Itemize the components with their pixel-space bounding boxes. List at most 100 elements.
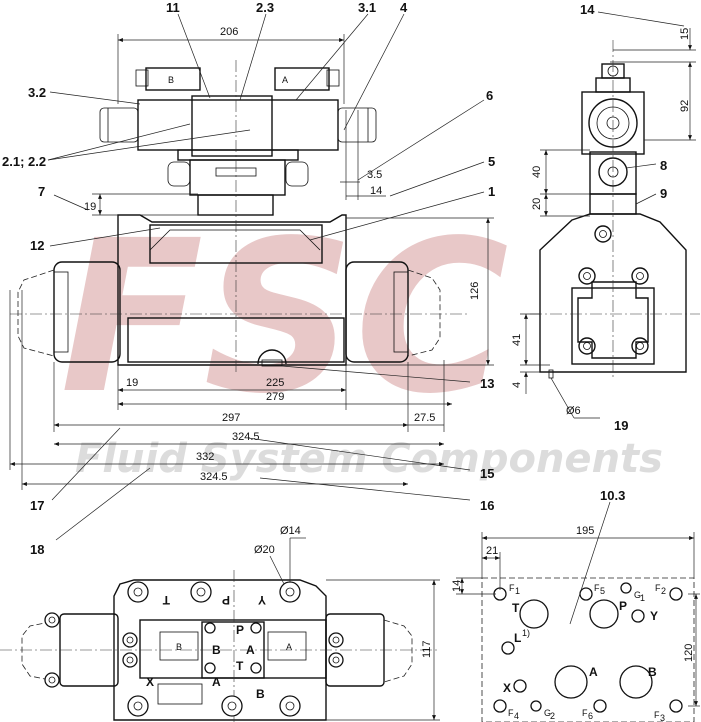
callout-15: 15 [480,466,494,481]
dim-side-92: 92 [679,100,691,112]
port-x [513,679,527,693]
dim-324-5a: 324.5 [232,431,260,443]
label-y-top: Y [258,593,266,607]
label-g2: G [544,708,551,718]
bottom-view: T P Y X A B P T A B A B [0,570,440,722]
port-label-x: X [503,681,511,695]
label-g1: G [634,590,641,600]
front-dimensions: 206 3.5 14 19 126 19 225 279 297 27.5 32… [9,26,494,490]
dim-port-195: 195 [576,525,594,537]
port-label-p: P [619,599,627,613]
label-f5: F [594,583,600,593]
callout-5: 5 [488,154,495,169]
dim-port-21: 21 [486,545,498,557]
solenoid-right [337,107,377,143]
port-label-b: B [648,665,657,679]
connector-a [274,67,330,91]
dim-297: 297 [222,412,240,424]
label-b-bottom: B [256,687,265,701]
side-callouts: 14 8 9 19 [580,2,685,433]
port-callouts: 10.3 [569,488,625,625]
callout-3-2: 3.2 [28,85,46,100]
port-l [501,641,515,655]
callout-9: 9 [660,186,667,201]
label-f3-sub: 3 [660,713,665,722]
label-pilot-b: B [212,643,221,657]
dim-side-15: 15 [679,28,691,40]
callout-18: 18 [30,542,44,557]
label-f1-sub: 1 [515,586,520,596]
svg-text:B: B [168,75,174,85]
callout-10-3: 10.3 [600,488,625,503]
label-g1-sub: 1 [640,593,645,603]
side-main-body [539,213,687,373]
port-label-y: Y [650,609,658,623]
port-pattern: T P Y X A B L 1) F 1 F 2 F 3 F 4 F 5 F 6… [481,577,695,722]
dim-bottom-117: 117 [421,640,433,658]
bolt-hole-dia14 [279,581,301,603]
dim-side-4: 4 [511,382,523,388]
callout-12: 12 [30,238,44,253]
dim-324-5b: 324.5 [200,471,228,483]
dim-bottom-dia20: Ø20 [254,544,275,556]
port-pattern-dimensions: 195 21 14 120 [451,525,700,707]
callout-2-1-2-2: 2.1; 2.2 [2,154,46,169]
callout-7: 7 [38,184,45,199]
callout-4: 4 [400,0,408,15]
dim-225: 225 [266,377,284,389]
label-a-bottom: A [212,675,221,689]
label-f4-sub: 4 [514,711,519,721]
port-label-l: L [514,631,521,645]
dim-206: 206 [220,26,238,38]
dim-port-14: 14 [451,580,463,592]
dim-side-20: 20 [531,198,543,210]
dim-27-5: 27.5 [414,412,435,424]
side-view [530,40,700,380]
label-pilot-t: T [236,659,244,673]
watermark-text: Fluid System Components [75,436,663,482]
callout-13: 13 [480,376,494,391]
label-f5-sub: 5 [600,586,605,596]
dim-332: 332 [196,451,214,463]
main-body [117,214,347,366]
bottom-main-body [113,579,327,721]
callout-8: 8 [660,158,667,173]
label-solenoid-a: A [286,642,292,652]
port-p [589,599,619,629]
label-solenoid-b: B [176,642,182,652]
port-a [554,665,588,699]
dim-bottom-dia14: Ø14 [280,525,301,537]
port-label-l-note: 1) [522,628,530,638]
label-pilot-p: P [236,623,244,637]
dim-14: 14 [370,185,382,197]
bottom-pilot-plate [139,619,327,679]
dim-126: 126 [469,282,481,300]
dim-279: 279 [266,391,284,403]
label-x-bottom: X [146,675,154,689]
label-f6: F [582,708,588,718]
label-f2-sub: 2 [661,586,666,596]
label-f1: F [509,583,515,593]
connector-b [145,67,201,91]
label-f6-sub: 6 [588,711,593,721]
callout-14: 14 [580,2,595,17]
callout-19: 19 [614,418,628,433]
front-callouts: 11 2.3 3.1 4 3.2 6 2.1; 2.2 5 7 1 12 13 … [2,0,495,557]
label-pilot-a: A [246,643,255,657]
callout-17: 17 [30,498,44,513]
port-label-t: T [512,601,520,615]
callout-16: 16 [480,498,494,513]
svg-text:A: A [282,75,288,85]
callout-1: 1 [488,184,495,199]
dim-3-5: 3.5 [367,169,382,181]
side-dimensions: 15 92 40 20 41 4 Ø6 [511,28,696,419]
bottom-dimensions: Ø14 Ø20 117 [254,525,440,721]
dim-19a: 19 [84,201,96,213]
port-b [619,665,653,699]
callout-3-1: 3.1 [358,0,376,15]
dim-side-40: 40 [531,166,543,178]
port-pattern-outline [481,577,695,722]
label-p-top: P [222,593,230,607]
